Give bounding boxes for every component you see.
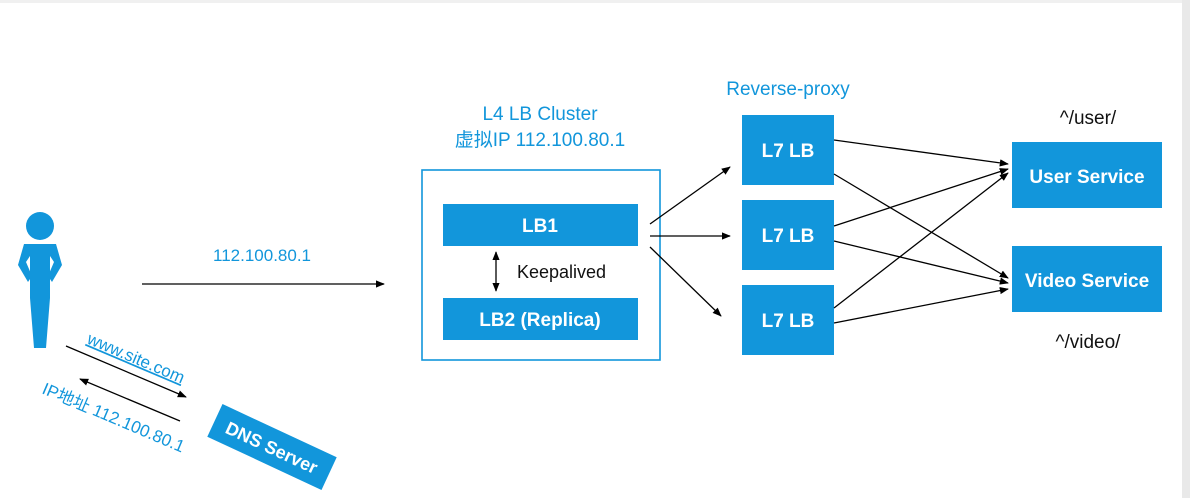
lb1-label: LB1 xyxy=(522,216,558,237)
lb1-box: LB1 xyxy=(443,204,638,246)
reverse-proxy-title: Reverse-proxy xyxy=(726,79,850,100)
person-icon xyxy=(18,212,62,348)
l7-to-services-arrows xyxy=(833,139,1009,324)
l7-lb-box-3: L7 LB xyxy=(742,285,834,355)
right-edge xyxy=(1182,0,1190,498)
l4-cluster-frame xyxy=(421,169,661,361)
l7-lb-label-1: L7 LB xyxy=(762,141,815,162)
user-route-label: ^/user/ xyxy=(1060,108,1117,129)
dns-server-box: DNS Server xyxy=(207,404,337,490)
dns-response-label: IP地址 112.100.80.1 xyxy=(39,379,187,456)
virtual-ip-label: 112.100.80.1 xyxy=(213,246,311,265)
user-service-box: User Service xyxy=(1012,142,1162,208)
video-service-label: Video Service xyxy=(1025,271,1149,292)
top-edge xyxy=(0,0,1190,3)
l7-lb-box-1: L7 LB xyxy=(742,115,834,185)
l7-lb-label-3: L7 LB xyxy=(762,311,815,332)
dns-arrows xyxy=(65,345,187,422)
user-service-label: User Service xyxy=(1029,167,1144,188)
l7-lb-box-2: L7 LB xyxy=(742,200,834,270)
keepalived-label: Keepalived xyxy=(517,262,606,282)
lb2-box: LB2 (Replica) xyxy=(443,298,638,340)
l4-cluster-subtitle: 虚拟IP 112.100.80.1 xyxy=(455,129,625,151)
l4-to-l7-arrows xyxy=(649,166,731,317)
video-service-box: Video Service xyxy=(1012,246,1162,312)
video-route-label: ^/video/ xyxy=(1056,332,1122,353)
l7-lb-label-2: L7 LB xyxy=(762,226,815,247)
dns-request-label: www.site.com xyxy=(84,329,188,387)
lb2-label: LB2 (Replica) xyxy=(479,310,600,331)
l4-cluster-title: L4 LB Cluster xyxy=(482,104,598,125)
